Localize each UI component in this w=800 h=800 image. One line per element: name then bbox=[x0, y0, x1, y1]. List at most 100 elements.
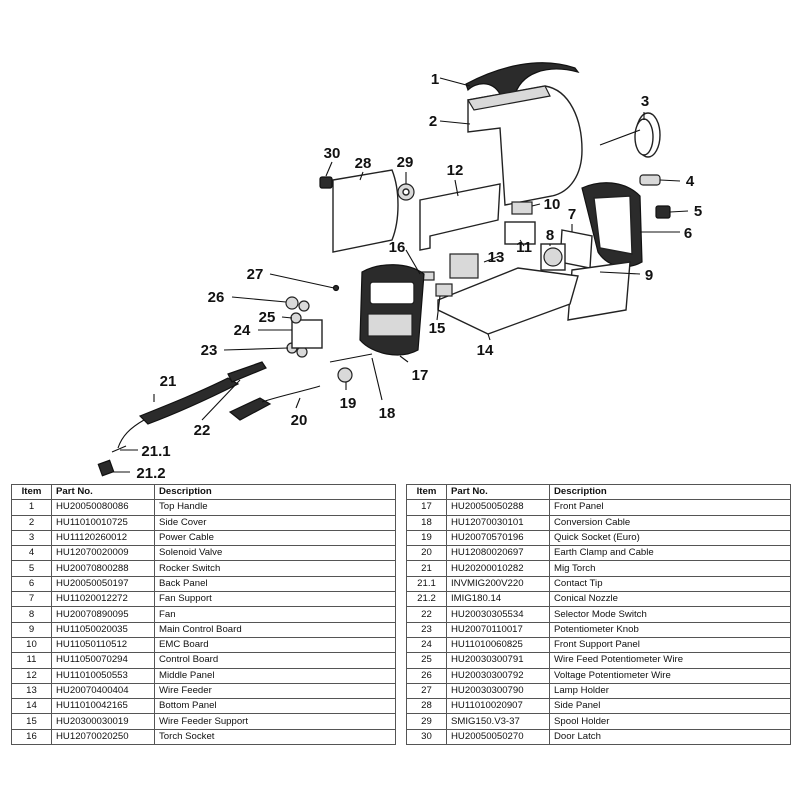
item-number: 30 bbox=[406, 728, 447, 746]
part-number: HU20030300791 bbox=[446, 652, 550, 669]
callout-label: 5 bbox=[694, 203, 702, 220]
part-number: HU11020012272 bbox=[51, 591, 155, 608]
callout-label: 19 bbox=[340, 395, 357, 412]
part-number: HU20070400404 bbox=[51, 682, 155, 700]
callout-label: 8 bbox=[546, 227, 554, 244]
part-contact-tip bbox=[111, 445, 127, 453]
part-solenoid-valve bbox=[639, 174, 661, 186]
part-description: Wire Feeder Support bbox=[154, 713, 396, 730]
part-number: HU20070110017 bbox=[446, 621, 550, 638]
part-description: Side Cover bbox=[154, 514, 396, 531]
item-number: 17 bbox=[406, 499, 447, 516]
item-number: 18 bbox=[406, 514, 447, 531]
part-description: Selector Mode Switch bbox=[549, 606, 791, 623]
part-side-panel bbox=[332, 169, 399, 253]
part-number: HU20070570196 bbox=[446, 529, 550, 547]
part-rocker-switch bbox=[655, 205, 671, 219]
table-header-row: Item Part No. Description bbox=[406, 483, 791, 501]
part-description: Fan Support bbox=[154, 591, 396, 608]
item-number: 5 bbox=[11, 560, 52, 577]
item-number: 7 bbox=[11, 591, 52, 608]
callout-label: 20 bbox=[291, 412, 308, 429]
part-number: HU11010050553 bbox=[51, 667, 155, 684]
part-front-panel bbox=[359, 264, 425, 356]
part-number: HU11050070294 bbox=[51, 652, 155, 669]
header-part-no: Part No. bbox=[446, 483, 550, 501]
callout-label: 15 bbox=[429, 320, 446, 337]
part-conversion-cable bbox=[329, 353, 373, 363]
part-description: Wire Feeder bbox=[154, 682, 396, 700]
part-number: HU20050050197 bbox=[51, 575, 155, 593]
item-number: 1 bbox=[11, 499, 52, 516]
callout-label: 4 bbox=[686, 173, 695, 190]
item-number: 26 bbox=[406, 667, 447, 684]
part-number: HU11120260012 bbox=[51, 529, 155, 547]
part-description: Main Control Board bbox=[154, 621, 396, 638]
item-number: 25 bbox=[406, 652, 447, 669]
callout-label: 6 bbox=[684, 225, 692, 242]
table-header-row: Item Part No. Description bbox=[11, 483, 396, 501]
item-number: 20 bbox=[406, 545, 447, 562]
part-description: Voltage Potentiometer Wire bbox=[549, 667, 791, 684]
part-middle-panel bbox=[419, 183, 501, 251]
part-description: Power Cable bbox=[154, 529, 396, 547]
item-number: 10 bbox=[11, 636, 52, 654]
part-door-latch bbox=[319, 176, 333, 189]
item-number: 19 bbox=[406, 529, 447, 547]
item-number: 8 bbox=[11, 606, 52, 623]
item-number: 16 bbox=[11, 728, 52, 746]
part-wire-feed-potentiometer bbox=[290, 312, 302, 324]
item-number: 22 bbox=[406, 606, 447, 623]
callout-label: 1 bbox=[431, 71, 439, 88]
part-number: HU20050080086 bbox=[51, 499, 155, 516]
item-number: 3 bbox=[11, 529, 52, 547]
header-description: Description bbox=[154, 483, 396, 501]
part-front-support-panel bbox=[291, 319, 323, 349]
callout-label: 22 bbox=[194, 422, 211, 439]
part-description: Bottom Panel bbox=[154, 698, 396, 715]
item-number: 14 bbox=[11, 698, 52, 715]
header-item: Item bbox=[11, 483, 52, 501]
callout-label: 10 bbox=[544, 196, 561, 213]
item-number: 15 bbox=[11, 713, 52, 730]
part-number: HU20030300790 bbox=[446, 682, 550, 700]
part-back-panel bbox=[581, 182, 643, 268]
part-number: HU12070030101 bbox=[446, 514, 550, 531]
item-number: 21.1 bbox=[406, 575, 447, 593]
part-top-handle bbox=[465, 62, 580, 99]
part-control-board bbox=[504, 221, 536, 245]
callout-label: 18 bbox=[379, 405, 396, 422]
callout-label: 29 bbox=[397, 154, 414, 171]
item-number: 28 bbox=[406, 698, 447, 715]
part-main-control-board bbox=[567, 261, 631, 321]
part-spool-holder bbox=[397, 183, 415, 201]
part-description: Fan bbox=[154, 606, 396, 623]
part-description: Door Latch bbox=[549, 728, 791, 746]
